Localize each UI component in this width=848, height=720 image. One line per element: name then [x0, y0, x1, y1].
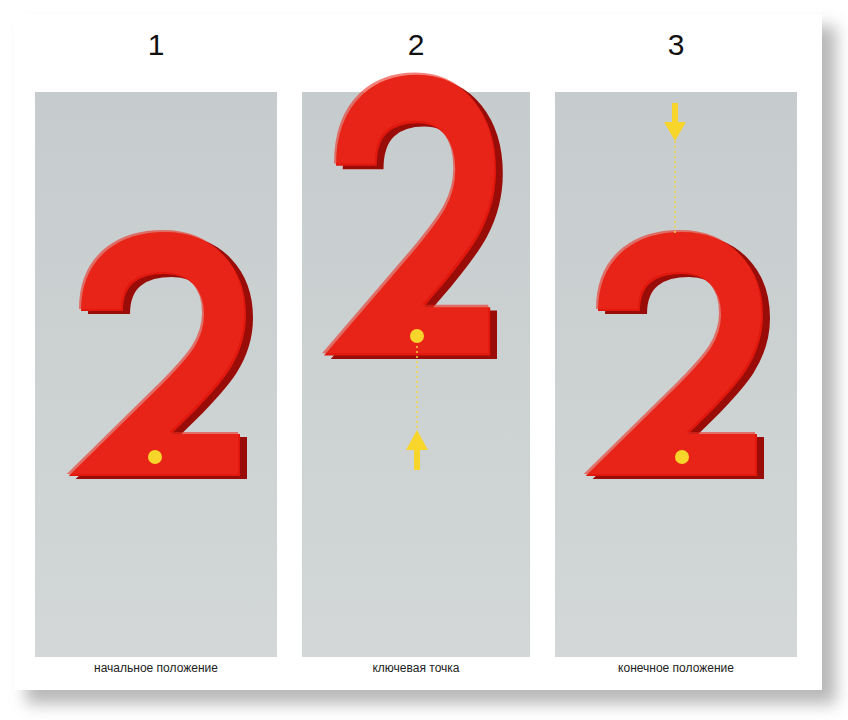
motion-arrow [414, 449, 420, 470]
digit-figure [354, 97, 497, 335]
panel: 3конечное положение [555, 92, 797, 657]
panel-number: 2 [302, 28, 530, 62]
motion-arrow [406, 430, 428, 450]
key-dot [410, 329, 424, 343]
panel: 1начальное положение [35, 92, 277, 657]
card [14, 14, 822, 690]
panel-ground [35, 92, 277, 657]
card-shadow [26, 26, 836, 704]
panel-ground [555, 92, 797, 657]
panel-caption: конечное положение [555, 660, 797, 676]
key-dot [148, 450, 162, 464]
panel: 2ключевая точка [302, 92, 530, 657]
motion-guide [416, 346, 418, 430]
motion-guide [674, 141, 676, 236]
key-dot [675, 450, 689, 464]
panel-number: 3 [555, 28, 797, 62]
motion-arrow [664, 122, 686, 141]
panel-ground [302, 92, 530, 657]
digit-figure [100, 251, 247, 458]
motion-arrow [672, 103, 678, 123]
panel-caption: начальное положение [35, 660, 277, 676]
panel-number: 1 [35, 28, 277, 62]
digit-figure [617, 251, 764, 458]
panel-caption: ключевая точка [302, 660, 530, 676]
